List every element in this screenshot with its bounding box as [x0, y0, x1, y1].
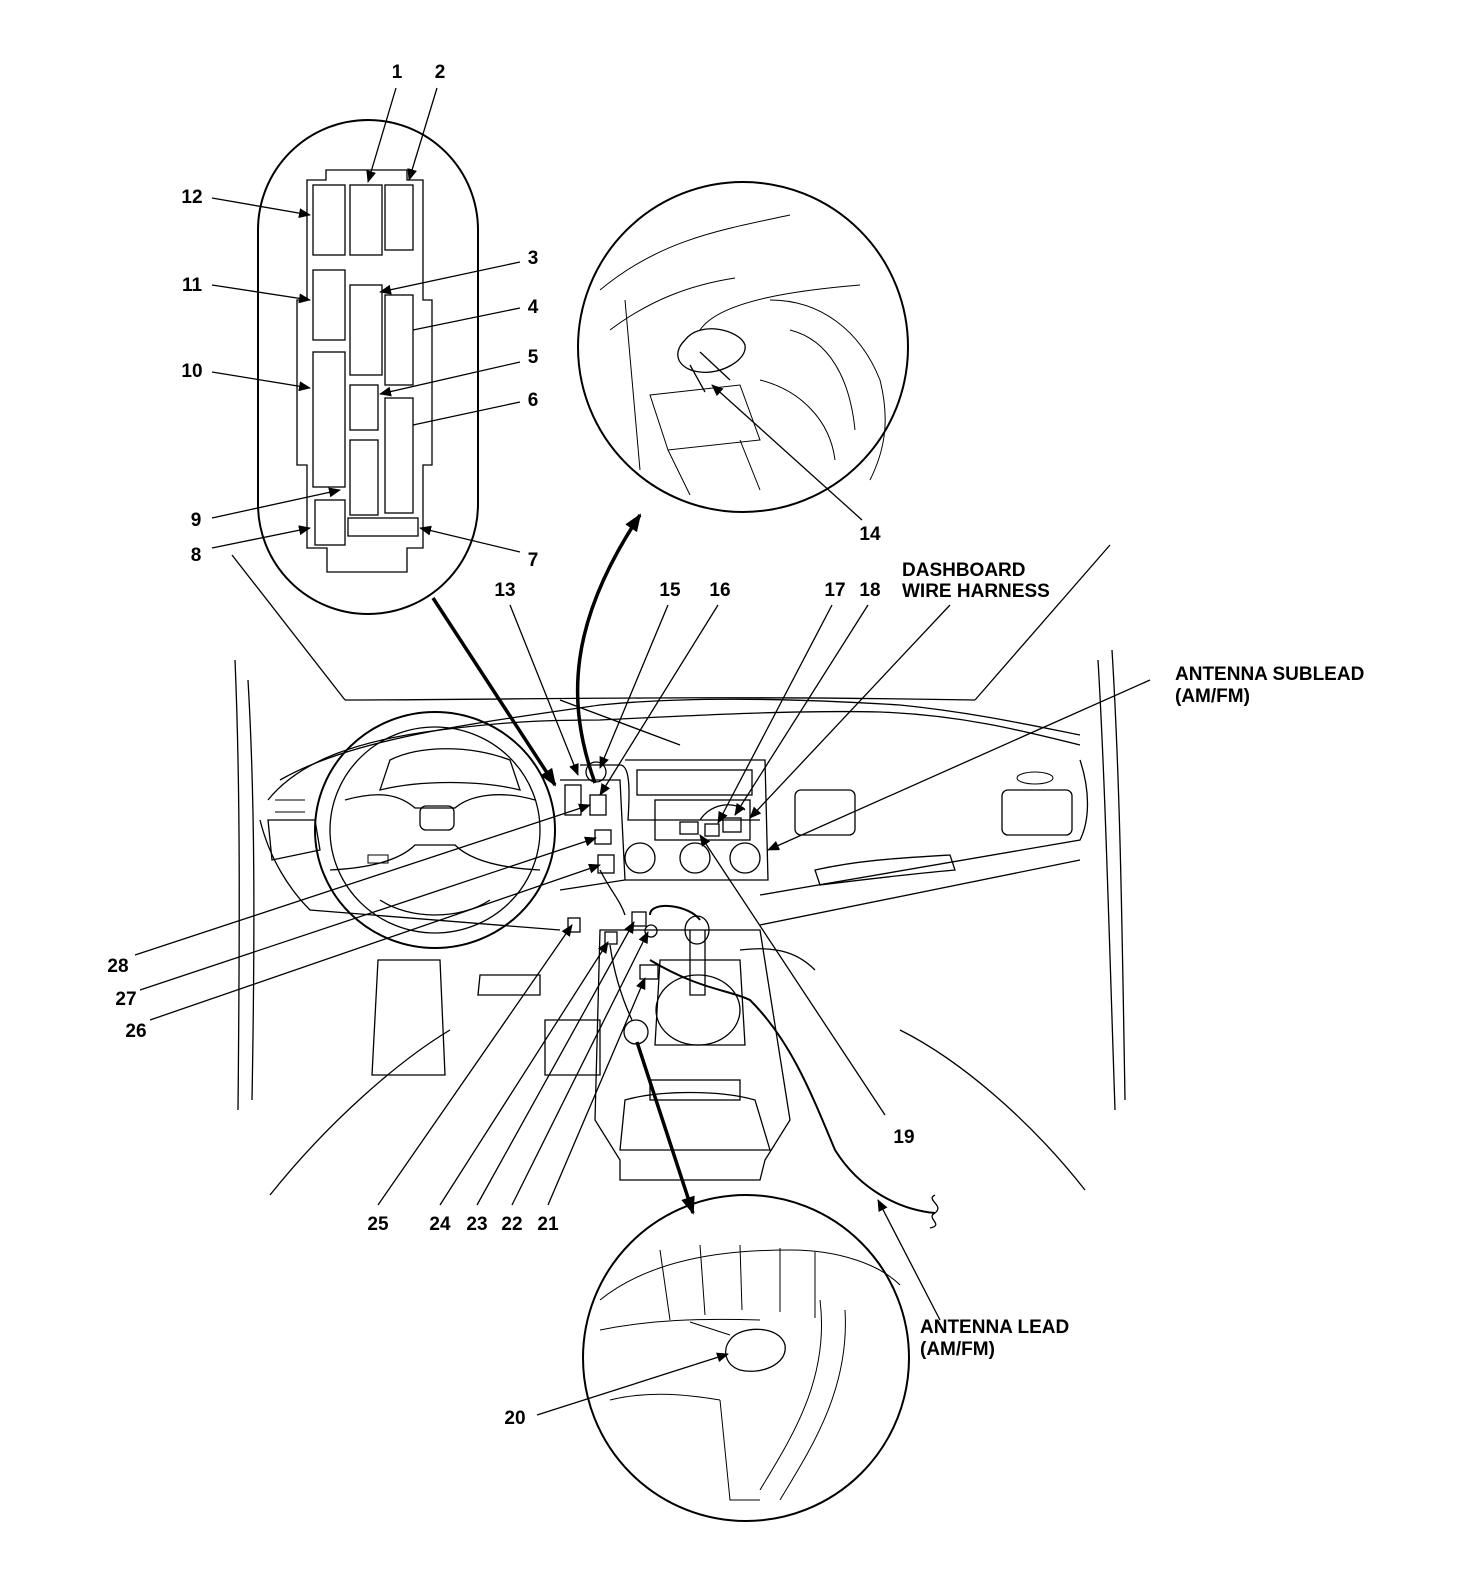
callout-28: 28: [107, 956, 128, 977]
callout-leaders: [134, 604, 1151, 1321]
callout-22: 22: [501, 1214, 522, 1235]
callout-14: 14: [859, 524, 881, 545]
fuse-box-inset: [211, 87, 521, 615]
callout-11: 11: [182, 275, 203, 296]
callout-7: 7: [528, 550, 539, 571]
label-antenna-sublead-line1: ANTENNA SUBLEAD: [1175, 664, 1364, 685]
detail-circle-20: [536, 1194, 910, 1522]
callout-3: 3: [528, 248, 539, 269]
callout-13: 13: [494, 580, 515, 601]
label-antenna-sublead-line2: (AM/FM): [1175, 686, 1250, 707]
heavy-arrows: [431, 513, 695, 1215]
callout-numbers: 1 2 3 4 5 6 7 8 9 10 11 12 13 14 15 16 1…: [107, 62, 914, 1429]
component-labels: DASHBOARD WIRE HARNESS ANTENNA SUBLEAD (…: [902, 560, 1364, 1360]
callout-2: 2: [435, 62, 446, 83]
callout-10: 10: [181, 361, 202, 382]
label-dashboard-harness-line1: DASHBOARD: [902, 560, 1026, 581]
callout-15: 15: [659, 580, 681, 601]
callout-6: 6: [528, 390, 539, 411]
callout-23: 23: [466, 1214, 487, 1235]
callout-21: 21: [537, 1214, 559, 1235]
callout-4: 4: [528, 297, 539, 318]
callout-26: 26: [125, 1021, 146, 1042]
callout-17: 17: [824, 580, 845, 601]
callout-16: 16: [709, 580, 730, 601]
connector-cluster-left: [564, 761, 659, 1045]
label-antenna-lead-line2: (AM/FM): [920, 1339, 995, 1360]
dashboard-illustration: [231, 544, 1126, 1229]
label-antenna-lead-line1: ANTENNA LEAD: [920, 1317, 1069, 1338]
callout-20: 20: [504, 1408, 525, 1429]
callout-12: 12: [181, 187, 202, 208]
callout-18: 18: [859, 580, 880, 601]
callout-19: 19: [893, 1127, 914, 1148]
callout-1: 1: [392, 62, 403, 83]
detail-circle-14: [577, 181, 909, 521]
callout-24: 24: [429, 1214, 451, 1235]
callout-8: 8: [191, 545, 202, 566]
callout-27: 27: [115, 989, 136, 1010]
callout-25: 25: [367, 1214, 389, 1235]
callout-5: 5: [528, 347, 539, 368]
callout-9: 9: [191, 510, 202, 531]
label-dashboard-harness-line2: WIRE HARNESS: [902, 581, 1050, 602]
